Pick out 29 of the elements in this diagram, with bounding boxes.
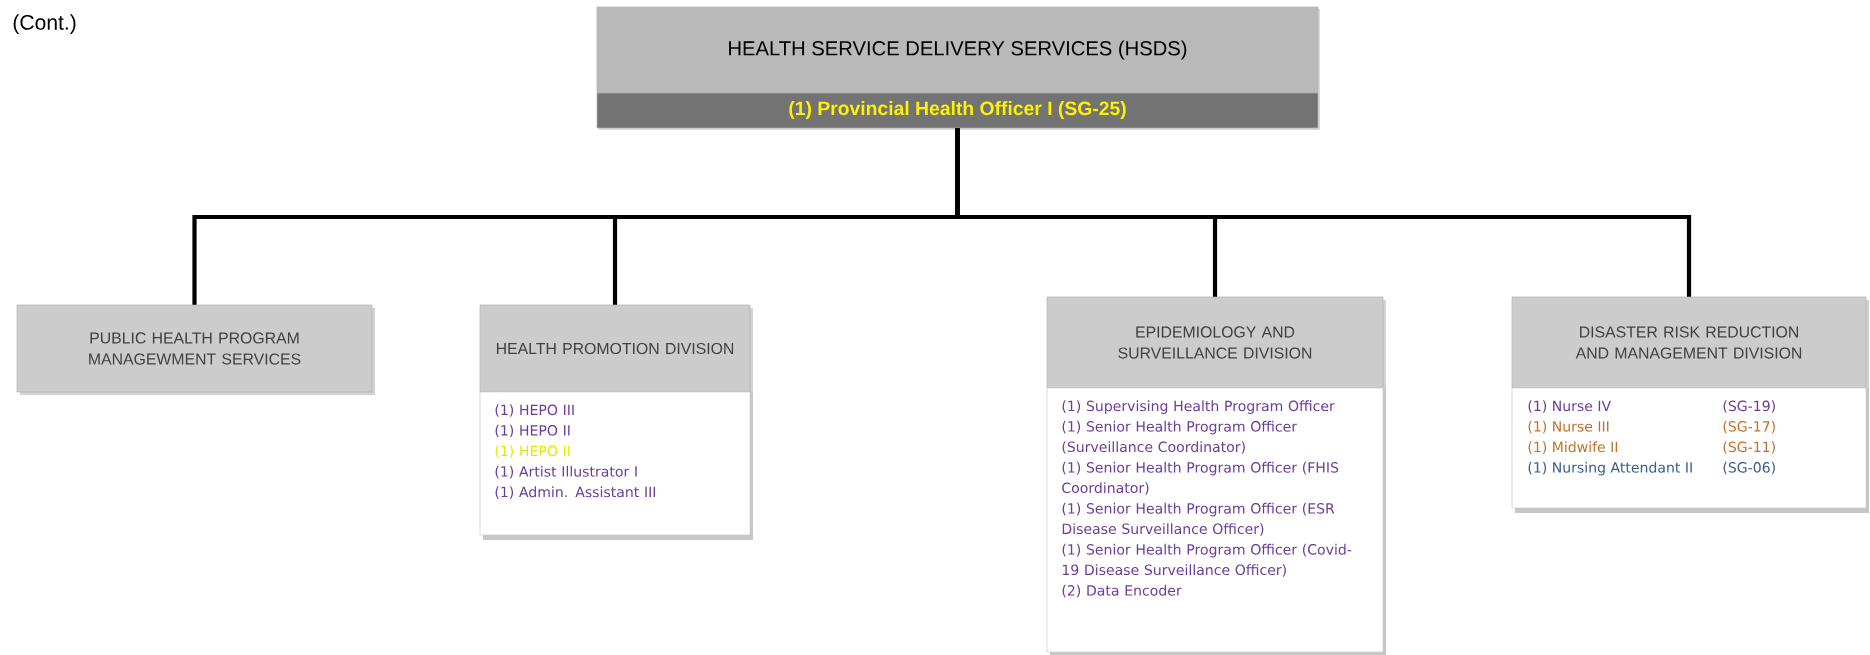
node-label: (SG-19): [1723, 400, 1775, 413]
node-label: (1) Nursing Attendant II: [1528, 461, 1692, 476]
node-label: (SG-11): [1723, 441, 1775, 454]
header-box: HEALTH SERVICE DELIVERY SERVICES (HSDS) (1) Provincial Health Officer I (SG-25): [596, 6, 1320, 130]
division-box: HEALTH PROMOTION DIVISION: [479, 304, 753, 395]
staff-list-panel: (1) Supervising Health Program Officer (1) Senior Health Program Officer (Surveillance Coordinator) (1) Senior Health Program Officer (FHIS Coordinator) (1) Senior Health Program Officer (ESR Disease Surveillance Officer) (1) Senior Health Program Officer (Covid-19 Disease Surveillance Officer) (2) Data Encoder: [1046, 387, 1386, 655]
node-label: (SG-17): [1723, 420, 1775, 434]
node-label: (1) Senior Health Program Officer (Surveillance Coordinator): [1062, 420, 1298, 454]
connector-line: [955, 128, 1692, 297]
node-label: (1) Artist Illustrator I: [495, 465, 637, 479]
node-label: (1) Supervising Health Program Officer: [1062, 400, 1335, 414]
division-box: EPIDEMIOLOGY AND SURVEILLANCE DIVISION: [1046, 296, 1386, 391]
node-label: (1) HEPO III: [495, 404, 574, 417]
node-label: (1) Midwife II: [1528, 441, 1618, 454]
staff-list-panel: (1) Nurse IV (SG-19) (1) Nurse III (SG-17) (1) Midwife II (SG-11) (1) Nursing Attendant II (SG-06): [1511, 387, 1869, 513]
node-label: (1) Senior Health Program Officer (ESR Disease Surveillance Officer): [1062, 502, 1335, 536]
continued-note: (Cont.): [13, 14, 76, 34]
node-label: (1) HEPO II: [495, 445, 570, 458]
node-label: (SG-06): [1723, 461, 1775, 475]
node-label: (1) Senior Health Program Officer (Covid-19 Disease Surveillance Officer): [1062, 543, 1352, 577]
node-label: (1) HEPO II: [495, 424, 570, 438]
division-box: PUBLIC HEALTH PROGRAM MANAGEWMENT SERVICES: [16, 304, 375, 395]
node-label: (1) Nurse III: [1528, 420, 1609, 434]
staff-list-panel: (1) HEPO III (1) HEPO II (1) HEPO II (1) Artist Illustrator I (1) Admin. Assistant III: [479, 391, 753, 540]
node-label: (2) Data Encoder: [1062, 584, 1182, 598]
division-box: DISASTER RISK REDUCTION AND MANAGEMENT DIVISION: [1511, 296, 1869, 391]
node-label: (1) Nurse IV: [1528, 400, 1612, 413]
node-label: (1) Senior Health Program Officer (FHIS Coordinator): [1062, 461, 1339, 495]
node-label: (1) Admin. Assistant III: [495, 486, 656, 499]
